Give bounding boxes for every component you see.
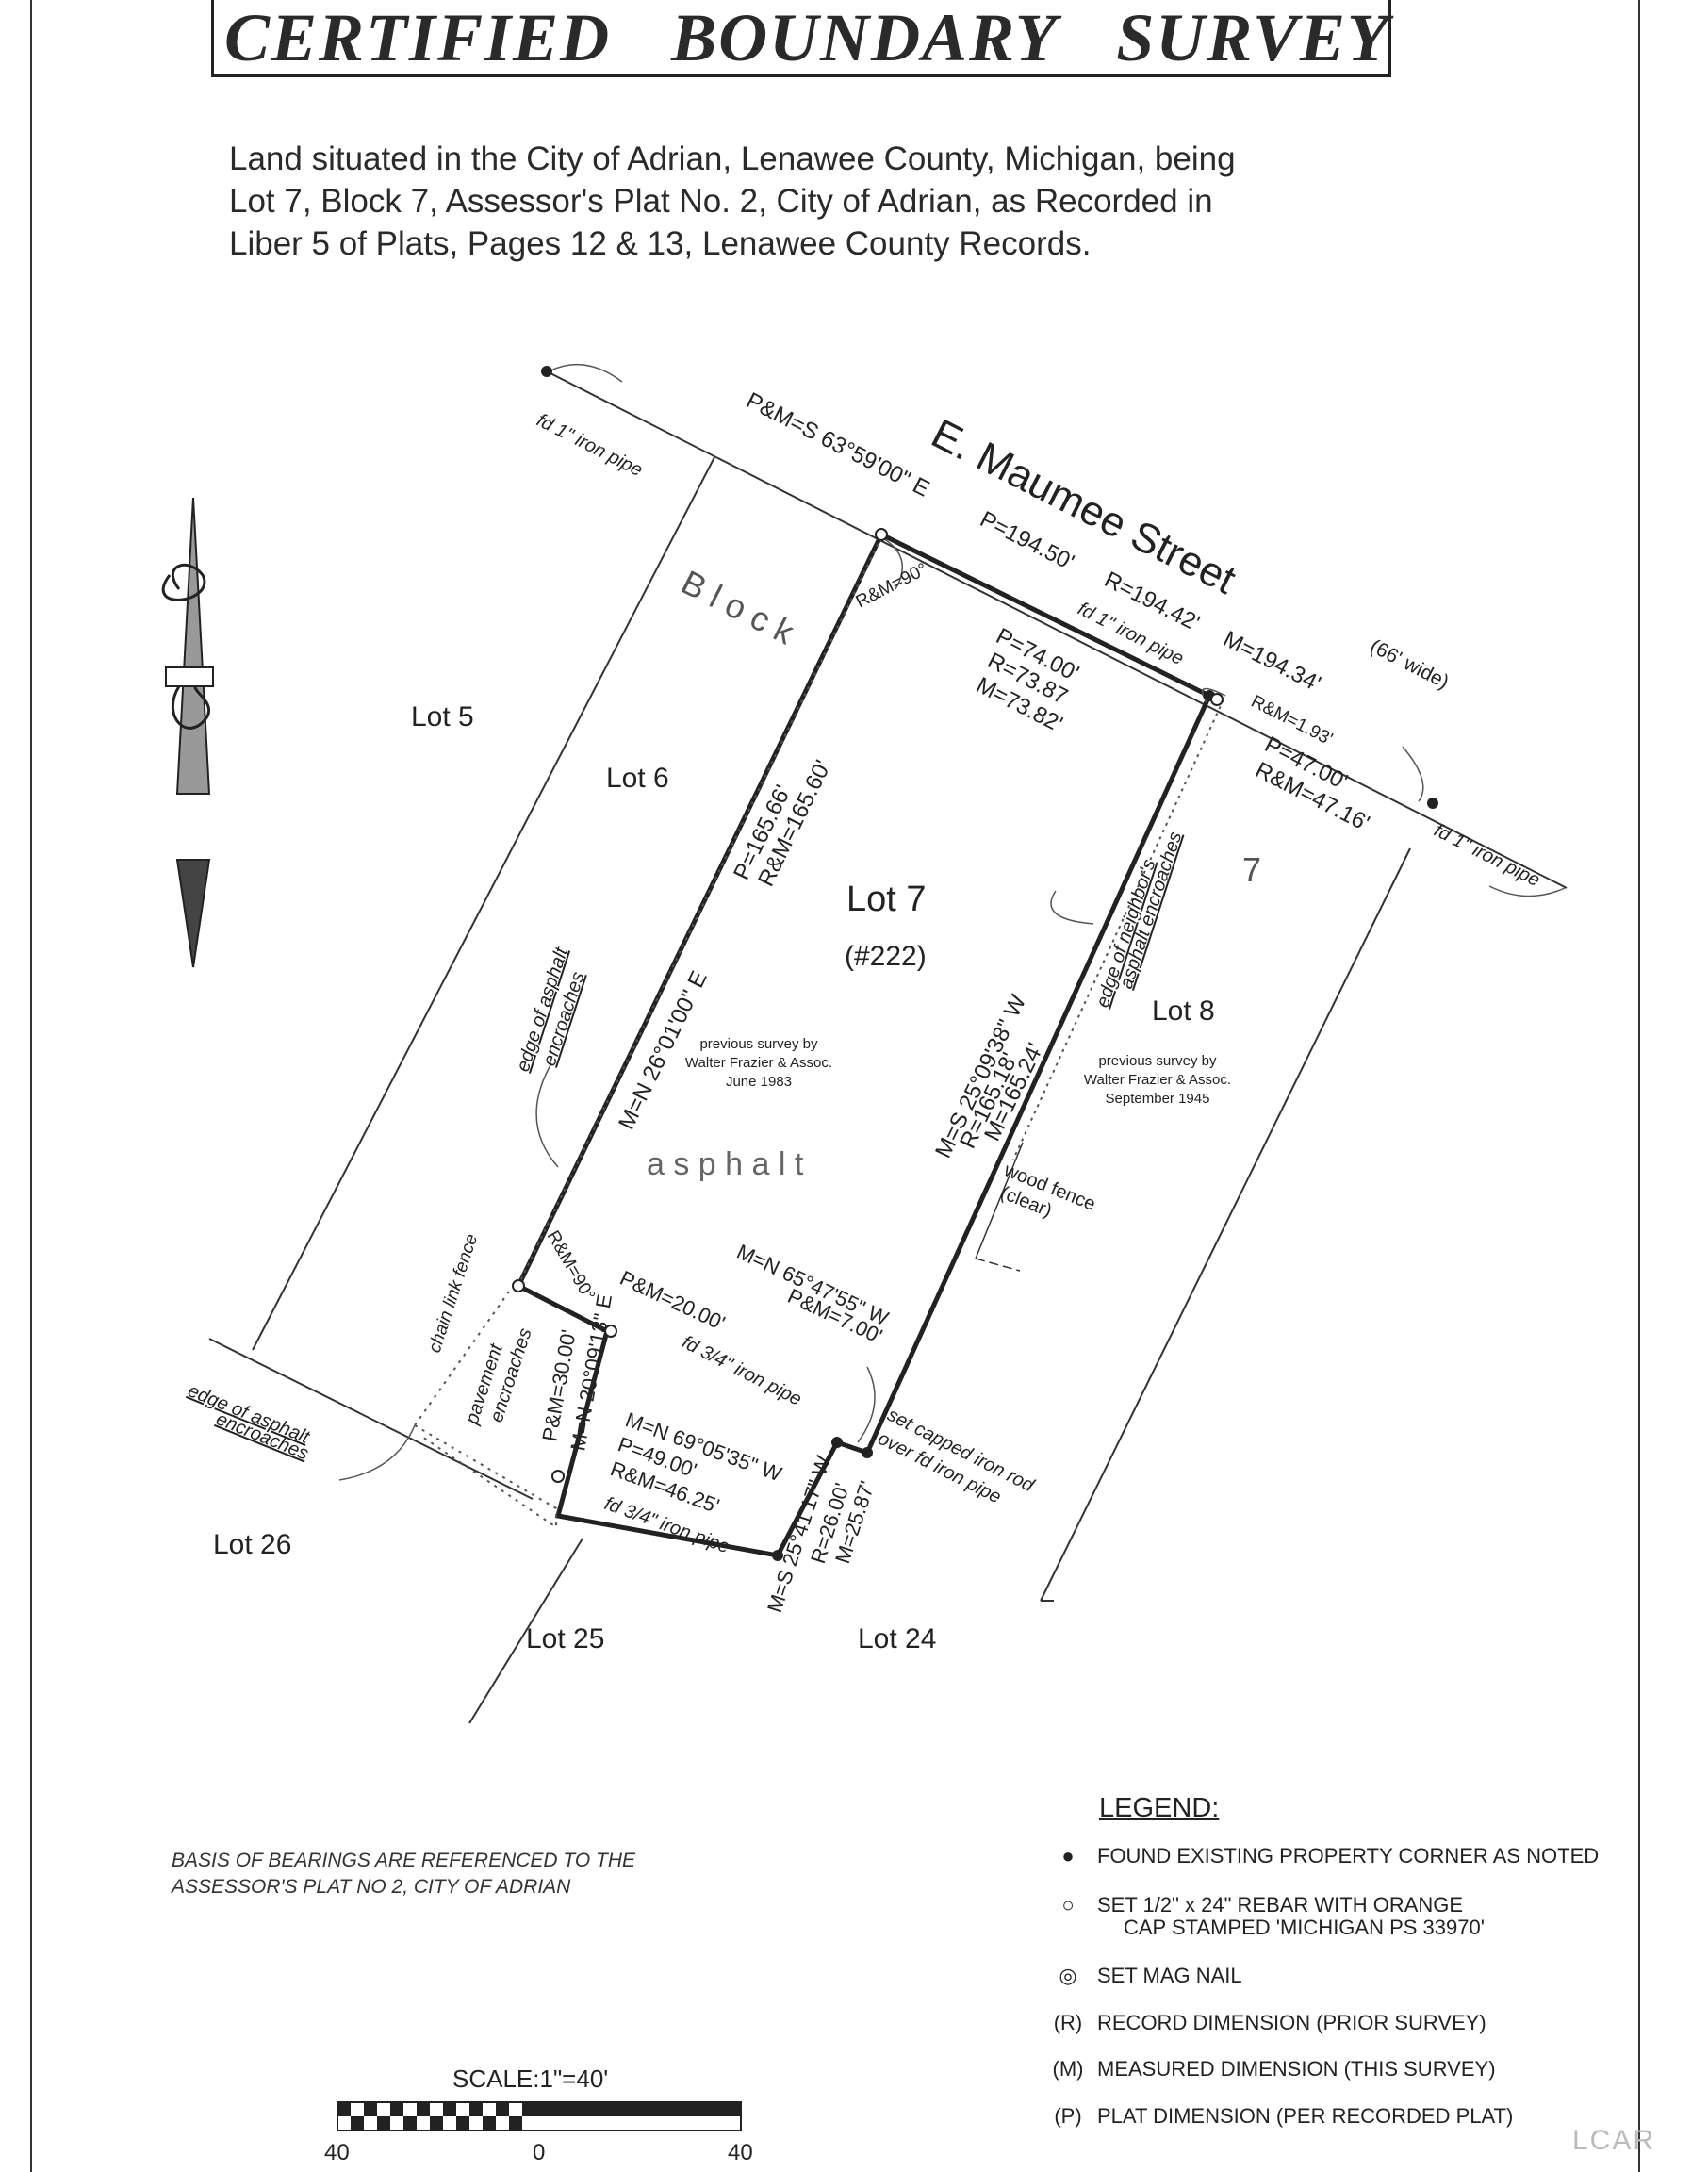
neighbor-asphalt-line [1012, 699, 1224, 1160]
lot-line-8-east [1040, 847, 1411, 1602]
previous-survey-note: June 1983 [726, 1074, 792, 1090]
title-box [211, 0, 1391, 77]
lot-7-boundary [515, 532, 1213, 1558]
lot-line-5-6 [252, 456, 715, 1351]
lot-24-label: Lot 24 [858, 1623, 936, 1654]
iron-pipe-label: fd 1" iron pipe [1431, 820, 1543, 891]
set-rebar-marker [512, 1279, 525, 1292]
scale-label: SCALE:1"=40' [452, 2065, 609, 2093]
chain-link-fence-label: chain link fence [425, 1231, 482, 1355]
previous-survey-note: previous survey by [1098, 1053, 1217, 1069]
callout-arc [857, 1366, 876, 1443]
lot-25-label: Lot 25 [526, 1623, 604, 1654]
basis-line: BASIS OF BEARINGS ARE REFERENCED TO THE [172, 1850, 636, 1871]
watermark: LCAR [1572, 2125, 1656, 2156]
legend-text: CAP STAMPED 'MICHIGAN PS 33970' [1124, 1916, 1485, 1939]
legal-description: Land situated in the City of Adrian, Len… [229, 138, 1454, 265]
wood-fence [975, 1142, 1024, 1259]
angle-label: R&M=90° [543, 1227, 599, 1305]
lot-line-25 [468, 1538, 583, 1724]
street-width-label: (66' wide) [1367, 635, 1453, 694]
legend-text: SET 1/2" x 24" REBAR WITH ORANGE [1097, 1893, 1464, 1917]
street-measured-dimension: M=194.34' [1219, 626, 1324, 697]
previous-survey-note: Walter Frazier & Assoc. [685, 1055, 832, 1071]
set-mag-nail-marker [604, 1325, 617, 1338]
callout-arc [548, 363, 623, 383]
iron-pipe-label: fd 1" iron pipe [534, 410, 646, 481]
lot-26-label: Lot 26 [213, 1529, 291, 1560]
asphalt-label: a s p h a l t [647, 1146, 804, 1182]
set-mag-nail-marker [551, 1470, 565, 1483]
previous-survey-note: September 1945 [1106, 1091, 1210, 1107]
callout-arc [880, 536, 903, 590]
street-name-label: E. Maumee Street [924, 410, 1242, 603]
scale-tick-label: 0 [533, 2140, 546, 2165]
found-corner-marker [831, 1437, 843, 1448]
legal-description-line: Lot 7, Block 7, Assessor's Plat No. 2, C… [229, 183, 1213, 220]
callout-arc [1488, 885, 1566, 897]
north-arrow-icon [161, 497, 214, 968]
lot-7-label: Lot 7 [846, 880, 927, 919]
block-number-label: 7 [1242, 850, 1261, 889]
found-corner-marker [541, 366, 552, 377]
lot-8-label: Lot 8 [1152, 996, 1215, 1027]
survey-title: CERTIFIED BOUNDARY SURVEY [224, 0, 1390, 75]
found-corner-icon: ● [1061, 1844, 1075, 1868]
basis-of-bearings-note: BASIS OF BEARINGS ARE REFERENCED TO THE … [172, 1848, 635, 1900]
plat-abbrev: (P) [1054, 2104, 1082, 2128]
block-label: B l o c k [675, 563, 801, 652]
jog-dimension: P&M=20.00' [616, 1266, 729, 1335]
lot-6-label: Lot 6 [606, 763, 669, 794]
street-line [546, 370, 1568, 889]
rear-line-26 [208, 1338, 534, 1500]
previous-survey-note: previous survey by [699, 1036, 818, 1052]
set-rebar-marker [875, 528, 888, 541]
wood-fence [975, 1258, 1021, 1272]
legend-text: MEASURED DIMENSION (THIS SURVEY) [1097, 2057, 1496, 2081]
chain-link-fence-line [516, 536, 882, 1290]
scale-bar [337, 2101, 742, 2131]
legend-text: FOUND EXISTING PROPERTY CORNER AS NOTED [1097, 1844, 1600, 1868]
pavement-edge [414, 1424, 557, 1529]
lot-7-address: (#222) [845, 941, 927, 972]
basis-line: ASSESSOR'S PLAT NO 2, CITY OF ADRIAN [172, 1876, 571, 1898]
scale-tick-label: 40 [728, 2140, 753, 2165]
legend-text: RECORD DIMENSION (PRIOR SURVEY) [1097, 2011, 1486, 2034]
callout-arc [338, 1424, 416, 1481]
previous-survey-note: Walter Frazier & Assoc. [1084, 1072, 1231, 1088]
sheet-border [30, 0, 1640, 2172]
legend-text: PLAT DIMENSION (PER RECORDED PLAT) [1097, 2104, 1514, 2128]
found-corner-marker [1427, 798, 1438, 809]
legend-text: SET MAG NAIL [1097, 1964, 1242, 1987]
chain-link-fence-line [414, 1291, 510, 1426]
set-mag-nail-icon: ◎ [1059, 1964, 1077, 1987]
record-abbrev: (R) [1053, 2011, 1083, 2034]
legal-description-line: Land situated in the City of Adrian, Len… [229, 140, 1236, 177]
callout-arc [535, 1062, 559, 1168]
callout-arc [1402, 746, 1424, 802]
iron-pipe-label: fd 3/4" iron pipe [679, 1332, 805, 1410]
legal-description-line: Liber 5 of Plats, Pages 12 & 13, Lenawee… [229, 225, 1092, 262]
scale-tick-label: 40 [324, 2140, 350, 2165]
legend-title: LEGEND: [1099, 1793, 1220, 1823]
measured-abbrev: (M) [1052, 2057, 1084, 2081]
callout-arc [1050, 890, 1094, 925]
set-rebar-icon: ○ [1061, 1893, 1075, 1917]
set-rebar-marker [1210, 693, 1224, 706]
found-corner-marker [862, 1447, 873, 1458]
found-corner-marker [772, 1550, 783, 1561]
west-bearing-label: M=N 26°01'00" E [614, 967, 713, 1134]
lot-5-label: Lot 5 [411, 701, 474, 732]
